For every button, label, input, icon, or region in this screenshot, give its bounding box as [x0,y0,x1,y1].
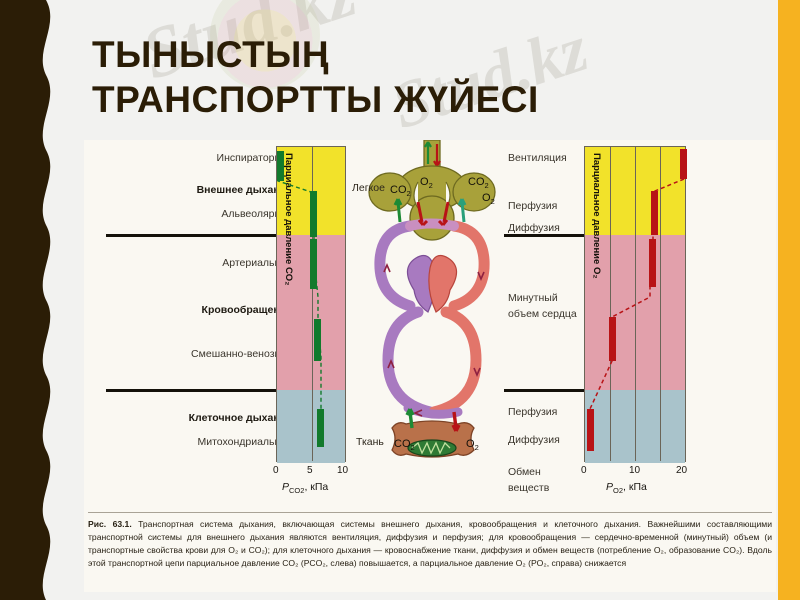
label-diffusion-upper: Диффузия [508,222,560,234]
gridline [312,147,313,461]
label-diffusion-lower: Диффузия [508,434,560,446]
label-ventilation: Вентиляция [508,152,567,164]
gas-label-o2-right: O2 [482,192,495,207]
page-title: ТЫНЫСТЫҢ ТРАНСПОРТТЫ ЖҮЙЕСІ [92,32,539,122]
title-line-1: ТЫНЫСТЫҢ [92,34,330,75]
label-metabolism-1: Обмен [508,466,541,478]
label-minute-volume-1: Минутный [508,292,558,304]
datapoint-arterial [649,239,656,287]
chart-po2-trace [589,165,685,437]
label-inspiratory: Инспираторное [216,152,292,164]
gridline [610,147,611,461]
gas-label-co2-tissue: CO2 [394,438,415,453]
label-tissue: Ткань [356,436,384,448]
title-line-2: ТРАНСПОРТТЫ ЖҮЙЕСІ [92,79,539,121]
tick-pco2-10: 10 [337,465,349,476]
label-perfusion-lower: Перфузия [508,406,558,418]
chart-po2-title: Парциальное давление O₂ [590,153,602,279]
caption-body: Транспортная система дыхания, включающая… [88,519,773,569]
transport-system-diagram: Инспираторное Внешнее дыхание Альвеолярн… [84,140,776,508]
accent-bar-right [778,0,800,600]
figure-panel: Инспираторное Внешнее дыхание Альвеолярн… [84,140,776,592]
datapoint-arterial [310,239,317,289]
label-external-breathing: Внешнее дыхание [196,184,292,196]
chart-po2: Парциальное давление O₂ [584,146,687,463]
label-mitochondrial: Митохондриальное [197,436,292,448]
label-perfusion-upper: Перфузия [508,200,558,212]
anatomy-illustration [368,140,496,458]
label-alveolar: Альвеолярное [221,208,292,220]
label-lung: Легкое [352,182,385,194]
tick-po2-0: 0 [581,465,587,476]
tick-pco2-0: 0 [273,465,279,476]
label-minute-volume-2: объем сердца [508,308,577,320]
gas-label-o2-left: O2 [420,176,433,191]
chart-pco2-title: Парциальное давление CO₂ [282,153,294,286]
label-circulation: Кровообращение [201,304,292,316]
caption-text: Рис. 63.1. Транспортная система дыхания,… [88,518,772,571]
datapoint-alveolar [310,191,317,237]
label-cellular-breathing: Клеточное дыхание [188,412,292,424]
gridline [660,147,661,461]
label-metabolism-2: веществ [508,482,550,494]
caption-divider [88,512,772,513]
tick-po2-20: 20 [676,465,688,476]
datapoint-inspiratory [680,149,687,179]
datapoint-mitochondrial [587,409,594,451]
figure-caption: Рис. 63.1. Транспортная система дыхания,… [88,512,772,571]
separator-line [106,389,292,392]
gas-label-co2-right: CO2 [468,176,489,191]
gridline [635,147,636,461]
tick-pco2-5: 5 [307,465,313,476]
axis-label-po2: PO2, кПа [606,481,647,496]
chart-pco2-trace [277,165,322,435]
gas-label-o2-tissue: O2 [466,438,479,453]
gas-label-co2-left: CO2 [390,184,411,199]
caption-figure-number: Рис. 63.1. [88,519,132,529]
datapoint-mixed-venous [609,317,616,361]
label-arterial: Артериальное [222,257,292,269]
decorative-wave-border [0,0,51,600]
band-cellular [277,390,345,463]
label-mixed-venous: Смешанно-венозное [191,348,292,360]
datapoint-inspiratory [277,151,284,181]
datapoint-mitochondrial [317,409,324,447]
datapoint-alveolar [651,191,658,235]
separator-line [106,234,292,237]
tick-po2-10: 10 [629,465,641,476]
axis-label-pco2: PCO2, кПа [282,481,329,496]
datapoint-mixed-venous [314,319,321,361]
chart-pco2: Парциальное давление CO₂ [276,146,346,463]
